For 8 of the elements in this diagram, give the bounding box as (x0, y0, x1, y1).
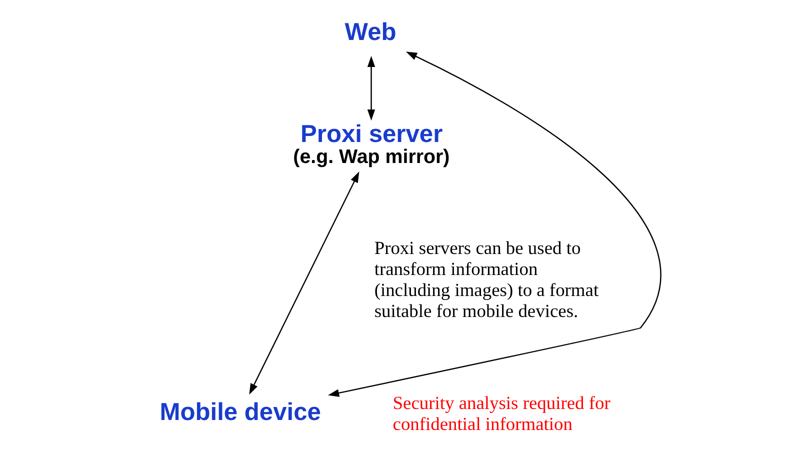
node-text: Web (344, 19, 396, 46)
node-text: Mobile device (159, 399, 320, 426)
label: Security analysis required for confidential information (392, 392, 610, 434)
arrow (366, 56, 375, 121)
label: Proxi servers can be used to transform information (including images) to a format suitable for mobile devices. (374, 238, 598, 321)
arrow (248, 171, 359, 395)
arrow (327, 52, 660, 397)
node-text: Proxi server (e.g. Wap mirror) (292, 121, 450, 168)
